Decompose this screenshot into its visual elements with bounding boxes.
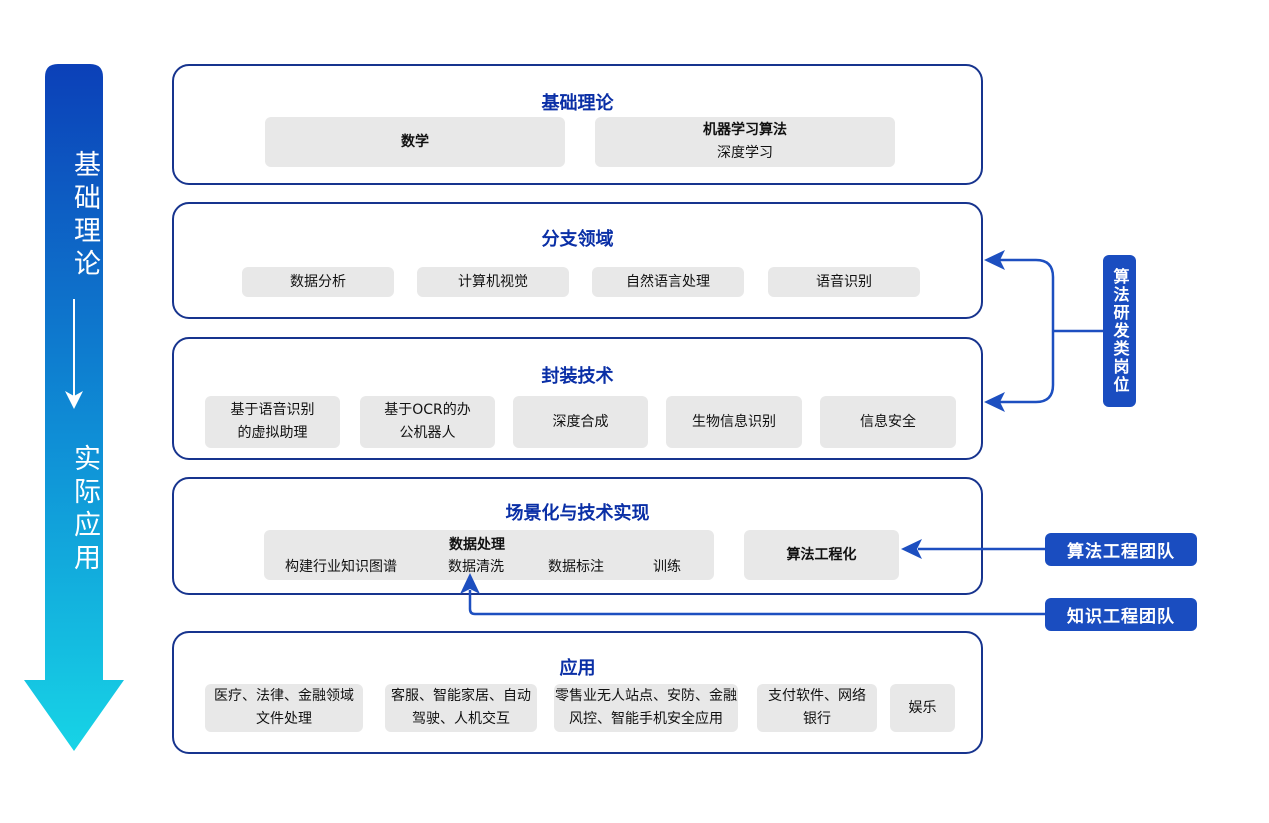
- item-nlp-label: 自然语言处理: [626, 273, 710, 290]
- arrowhead-branch-fields-icon: [984, 250, 1005, 270]
- item-deep-synthesis-label: 深度合成: [552, 413, 609, 430]
- item-ml-algorithms: 机器学习算法 深度学习: [595, 117, 895, 167]
- item-entertainment-label: 娱乐: [908, 699, 937, 716]
- data-processing-header: 数据处理: [449, 537, 505, 553]
- down-arrow-icon: [65, 299, 83, 409]
- item-data-analysis-label: 数据分析: [290, 273, 346, 290]
- section-branch-fields: 分支领域 数据分析 计算机视觉 自然语言处理 语音识别: [172, 202, 983, 319]
- section-branch-fields-title: 分支领域: [541, 229, 614, 250]
- item-entertainment: 娱乐: [890, 684, 955, 732]
- arrowhead-packaging-tech-icon: [984, 392, 1005, 412]
- step-data-labeling: 数据标注: [548, 559, 604, 575]
- left-flow-top-label: 基础理论: [69, 150, 100, 282]
- section-applications-title: 应用: [559, 658, 596, 679]
- item-biometric-recognition-label: 生物信息识别: [692, 413, 776, 430]
- item-deep-learning-label: 深度学习: [717, 145, 773, 161]
- item-speech-recognition-label: 语音识别: [816, 273, 872, 290]
- step-training: 训练: [653, 559, 681, 575]
- section-scenario-implementation: 场景化与技术实现 数据处理 构建行业知识图谱 数据清洗 数据标注 训练 算法工程…: [172, 477, 983, 595]
- item-math-label: 数学: [401, 133, 429, 150]
- algorithm-engineering-team-box: 算法工程团队: [1045, 533, 1197, 566]
- knowledge-engineering-team-box: 知识工程团队: [1045, 598, 1197, 631]
- item-payment-banking-line2: 银行: [803, 711, 831, 727]
- item-data-analysis: 数据分析: [242, 267, 394, 297]
- data-processing-box: 数据处理 构建行业知识图谱 数据清洗 数据标注 训练: [264, 530, 714, 580]
- item-ocr-robot-line2: 公机器人: [399, 425, 456, 441]
- item-service-smart-home-line2: 驾驶、人机交互: [412, 711, 510, 727]
- item-ocr-robot: 基于OCR的办 公机器人: [360, 396, 495, 448]
- item-doc-processing: 医疗、法律、金融领域 文件处理: [205, 684, 363, 732]
- section-packaging-tech: 封装技术 基于语音识别 的虚拟助理 基于OCR的办 公机器人 深度合成 生物信息…: [172, 337, 983, 460]
- item-information-security-label: 信息安全: [860, 413, 916, 430]
- item-service-smart-home-line1: 客服、智能家居、自动: [391, 688, 531, 704]
- item-retail-security-line2: 风控、智能手机安全应用: [569, 711, 723, 727]
- item-retail-security-line1: 零售业无人站点、安防、金融: [555, 688, 737, 704]
- section-basic-theory: 基础理论 数学 机器学习算法 深度学习: [172, 64, 983, 185]
- item-service-smart-home: 客服、智能家居、自动 驾驶、人机交互: [385, 684, 537, 732]
- item-speech-recognition: 语音识别: [768, 267, 920, 297]
- step-data-cleaning: 数据清洗: [448, 559, 504, 575]
- item-doc-processing-line2: 文件处理: [256, 711, 312, 727]
- item-ml-algorithms-label: 机器学习算法: [703, 122, 787, 138]
- section-applications: 应用 医疗、法律、金融领域 文件处理 客服、智能家居、自动 驾驶、人机交互 零售…: [172, 631, 983, 754]
- item-algorithm-engineering-label: 算法工程化: [786, 546, 857, 563]
- item-math: 数学: [265, 117, 565, 167]
- item-payment-banking-line1: 支付软件、网络: [768, 688, 866, 704]
- role-bracket-line: [988, 258, 1055, 404]
- item-information-security: 信息安全: [820, 396, 956, 448]
- item-computer-vision: 计算机视觉: [417, 267, 569, 297]
- item-deep-synthesis: 深度合成: [513, 396, 648, 448]
- left-flow-bottom-label: 实际应用: [69, 444, 100, 576]
- item-doc-processing-line1: 医疗、法律、金融领域: [214, 688, 354, 704]
- section-basic-theory-title: 基础理论: [541, 93, 614, 114]
- section-scenario-implementation-title: 场景化与技术实现: [505, 503, 650, 524]
- step-knowledge-graph: 构建行业知识图谱: [285, 559, 397, 575]
- item-payment-banking: 支付软件、网络 银行: [757, 684, 877, 732]
- item-voice-assistant-line1: 基于语音识别: [230, 402, 315, 418]
- item-algorithm-engineering: 算法工程化: [744, 530, 899, 580]
- item-voice-assistant-line2: 的虚拟助理: [237, 425, 308, 441]
- theory-to-application-arrow: [24, 64, 124, 751]
- item-nlp: 自然语言处理: [592, 267, 744, 297]
- section-packaging-tech-title: 封装技术: [541, 366, 614, 387]
- item-ocr-robot-line1: 基于OCR的办: [384, 402, 471, 418]
- item-biometric-recognition: 生物信息识别: [666, 396, 802, 448]
- item-voice-assistant: 基于语音识别 的虚拟助理: [205, 396, 340, 448]
- item-retail-security: 零售业无人站点、安防、金融 风控、智能手机安全应用: [554, 684, 738, 732]
- item-computer-vision-label: 计算机视觉: [458, 273, 528, 290]
- algorithm-rnd-role-box: 算法研发类岗位: [1103, 255, 1136, 407]
